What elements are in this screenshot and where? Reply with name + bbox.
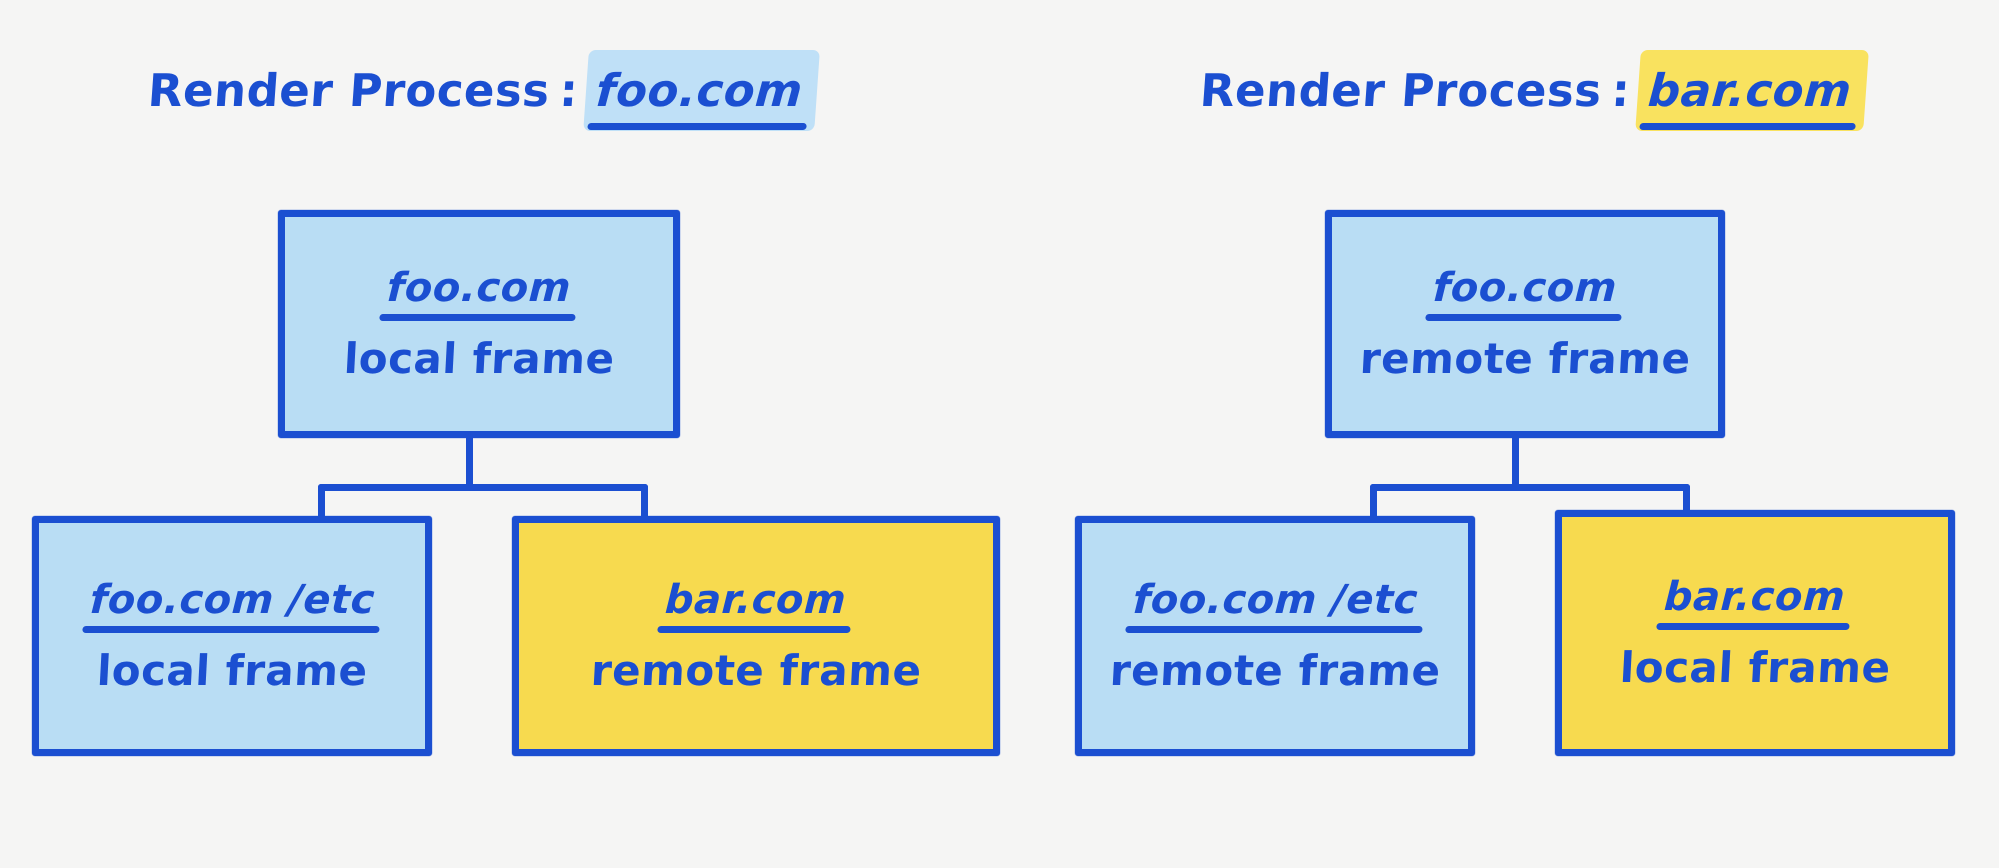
underline-stroke — [657, 626, 852, 633]
node-foo-child-bar[interactable]: bar.com remote frame — [512, 516, 1000, 756]
node-bar-child-bar[interactable]: bar.com local frame — [1555, 510, 1955, 756]
edge-foo-child-right-drop — [641, 484, 648, 522]
node-bar-child-bar-url-wrap: bar.com — [1656, 574, 1851, 630]
node-bar-child-etc-url: foo.com /etc — [1131, 577, 1419, 623]
node-foo-child-bar-kind: remote frame — [589, 646, 923, 695]
process-header-bar: Render Process : bar.com — [1198, 50, 1869, 131]
node-foo-child-bar-url-wrap: bar.com — [657, 577, 852, 633]
node-foo-root-url-wrap: foo.com — [379, 265, 576, 321]
node-foo-root-url: foo.com — [385, 265, 573, 311]
process-header-bar-site-highlight: bar.com — [1635, 50, 1869, 131]
underline-stroke — [1124, 626, 1423, 633]
node-foo-child-etc-kind: local frame — [95, 646, 369, 695]
underline-stroke — [81, 626, 380, 633]
node-bar-child-bar-kind: local frame — [1618, 643, 1892, 692]
underline-stroke — [587, 123, 807, 130]
node-foo-child-etc[interactable]: foo.com /etc local frame — [32, 516, 432, 756]
node-bar-root-url: foo.com — [1431, 265, 1619, 311]
node-bar-child-etc-url-wrap: foo.com /etc — [1124, 577, 1423, 633]
edge-foo-crossbar — [318, 484, 648, 491]
underline-stroke — [1639, 123, 1856, 130]
node-foo-root[interactable]: foo.com local frame — [278, 210, 680, 438]
process-header-bar-separator: : — [1609, 64, 1633, 117]
process-header-foo-site: foo.com — [594, 64, 805, 117]
node-bar-child-etc-kind: remote frame — [1108, 646, 1442, 695]
underline-stroke — [379, 314, 576, 321]
process-header-foo-separator: : — [557, 64, 581, 117]
process-header-bar-site: bar.com — [1646, 64, 1854, 117]
edge-bar-child-right-drop — [1683, 484, 1690, 522]
node-bar-root-url-wrap: foo.com — [1425, 265, 1622, 321]
node-foo-root-kind: local frame — [342, 334, 616, 383]
node-bar-child-bar-url: bar.com — [1663, 574, 1847, 620]
node-foo-child-etc-url-wrap: foo.com /etc — [81, 577, 380, 633]
underline-stroke — [1656, 623, 1851, 630]
edge-bar-child-left-drop — [1370, 484, 1377, 522]
node-foo-child-etc-url: foo.com /etc — [88, 577, 376, 623]
node-bar-child-etc[interactable]: foo.com /etc remote frame — [1075, 516, 1475, 756]
process-header-foo: Render Process : foo.com — [146, 50, 820, 131]
node-bar-root[interactable]: foo.com remote frame — [1325, 210, 1725, 438]
node-bar-root-kind: remote frame — [1358, 334, 1692, 383]
node-foo-child-bar-url: bar.com — [664, 577, 848, 623]
process-header-foo-site-highlight: foo.com — [583, 50, 820, 131]
edge-bar-root-stem — [1512, 434, 1519, 490]
process-header-bar-label: Render Process — [1198, 64, 1604, 117]
process-header-foo-label: Render Process — [146, 64, 552, 117]
edge-bar-crossbar — [1370, 484, 1690, 491]
edge-foo-root-stem — [466, 434, 473, 490]
edge-foo-child-left-drop — [318, 484, 325, 522]
underline-stroke — [1425, 314, 1622, 321]
